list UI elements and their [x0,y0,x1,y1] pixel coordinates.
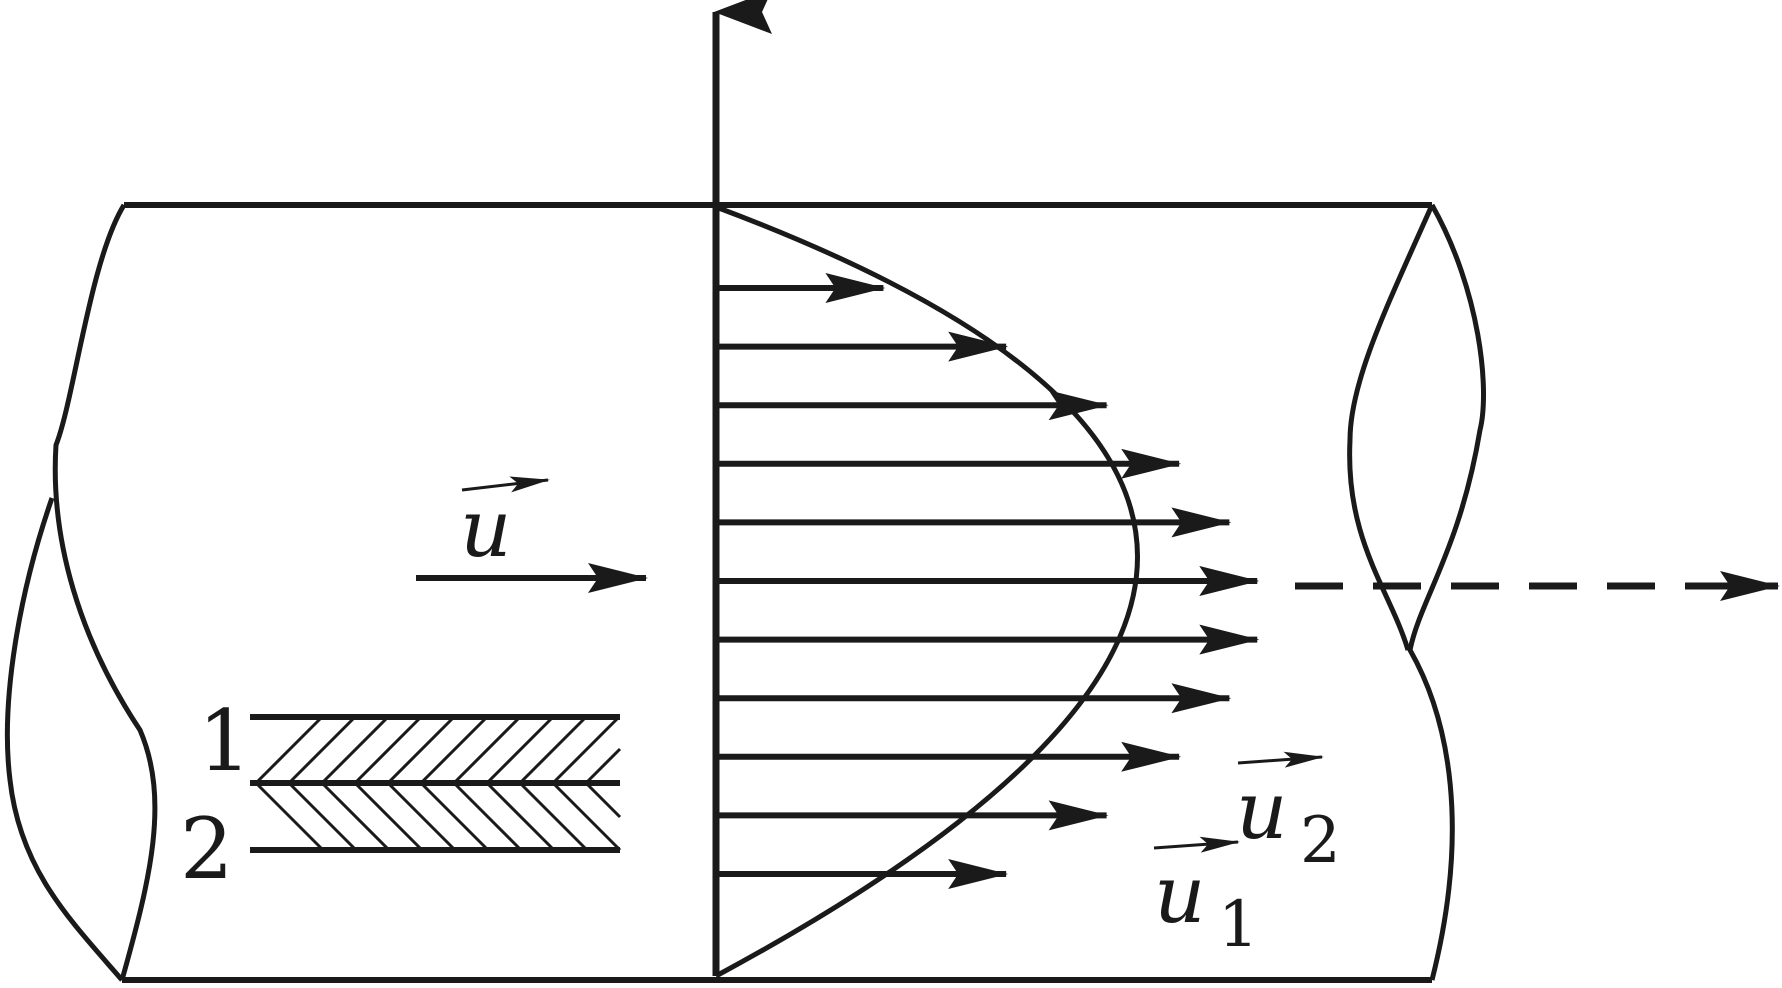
layer-2-label: 2 [180,800,233,898]
layer-2-hatching [254,781,622,852]
hatch-line [485,781,556,852]
pipe-left-break-curve-b [4,497,124,982]
hatch-line [386,781,457,852]
hatch-line [353,781,424,852]
velocity-profile-curve [714,204,1140,979]
mean-velocity-label: u [460,482,512,575]
hatch-line [452,715,522,785]
pipe-left-break-curve-a [52,203,158,981]
hatch-line [584,781,622,819]
hatch-line [254,781,325,852]
hatch-line [287,715,357,785]
layer-1-hatching [254,715,622,785]
velocity-2-subscript: 2 [1300,804,1341,878]
velocity-2-vector-mark [1237,751,1324,768]
hatch-line [452,781,523,852]
hatch-line [419,781,490,852]
velocity-2-label: u [1236,764,1288,857]
hatch-line [518,715,588,785]
hatch-line [485,715,555,785]
hatch-line [551,781,622,852]
hatch-line [419,715,489,785]
velocity-1-label: u [1154,848,1206,941]
pipe-right-break-curve-a [1407,203,1486,981]
hatch-line [353,715,423,785]
hatch-line [320,715,390,785]
hatch-line [386,715,456,785]
hatch-line [584,747,622,785]
hatch-line [287,781,358,852]
layer-1-label: 1 [198,692,251,790]
velocity-1-vector-mark [1153,836,1240,853]
hatch-line [254,715,324,785]
mean-velocity-vector-mark [461,476,550,493]
hatch-line [320,781,391,852]
hatch-line [518,781,589,852]
hatch-line [551,715,621,785]
velocity-1-subscript: 1 [1218,888,1259,962]
pipe-right-break-curve-b [1347,203,1435,651]
velocity-arrows [716,273,1260,889]
